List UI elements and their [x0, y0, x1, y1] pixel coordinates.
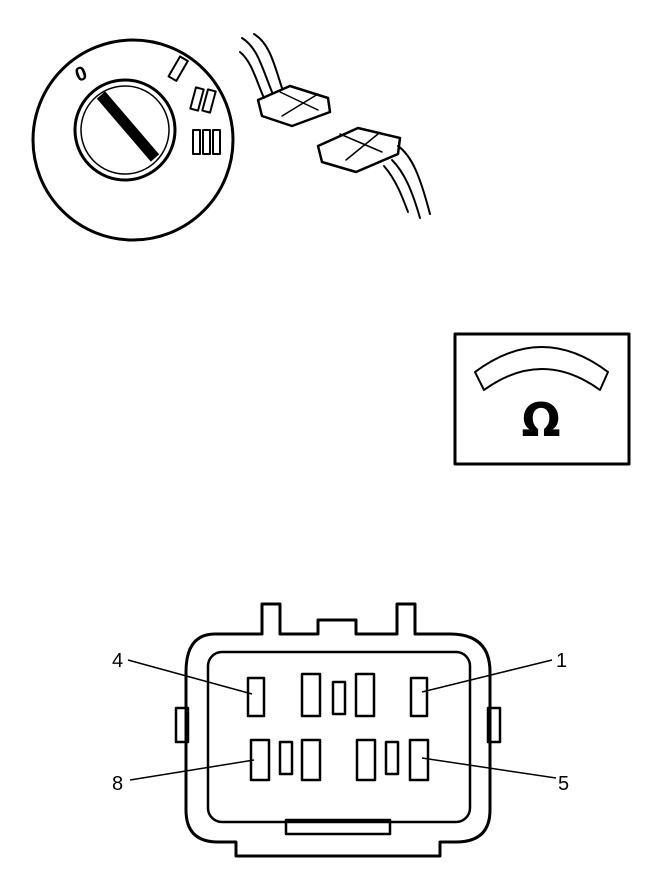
position-II-marker [189, 86, 217, 114]
ohmmeter-housing [453, 332, 631, 466]
connector-cavity [206, 650, 472, 824]
position-0-marker: 0 [72, 62, 90, 86]
leader-pin-5 [421, 757, 557, 779]
terminal-5 [408, 738, 430, 782]
terminal-6-lock [384, 740, 400, 776]
connector-face: 4 1 8 5 [112, 602, 569, 858]
ignition-switch: 0 [31, 38, 235, 242]
terminal-2 [354, 672, 376, 718]
ignition-lock-cylinder [73, 78, 177, 182]
ignition-switch-outer-ring [31, 38, 235, 242]
ohmmeter-scale-arc [474, 346, 609, 391]
upper-plug [256, 84, 332, 128]
harness-connectors [239, 33, 431, 219]
pin-label-4: 4 [112, 650, 123, 672]
left-side-tab [174, 706, 190, 744]
terminal-1 [409, 676, 429, 718]
pin-label-8: 8 [112, 773, 123, 795]
terminal-7 [300, 738, 322, 782]
ohm-symbol: Ω [521, 393, 560, 447]
terminal-6 [355, 738, 377, 782]
leader-pin-1 [421, 659, 553, 693]
ignition-lock-cylinder-inner [80, 85, 170, 175]
terminal-4 [246, 676, 266, 718]
terminal-8-lock [278, 740, 294, 776]
key-slot [96, 91, 160, 162]
right-side-tab [486, 706, 502, 744]
ohmmeter: Ω [453, 332, 631, 466]
connector-housing [184, 602, 492, 858]
leader-pin-4 [127, 659, 253, 695]
terminal-3-lock [331, 680, 347, 716]
pin-label-1: 1 [556, 650, 567, 672]
leader-pin-8 [129, 759, 255, 781]
terminal-3 [300, 672, 322, 718]
position-I-marker [167, 55, 189, 82]
bottom-lock [284, 818, 392, 836]
position-III-marker [192, 129, 221, 155]
pin-label-5: 5 [558, 773, 569, 795]
lower-plug [316, 126, 402, 174]
